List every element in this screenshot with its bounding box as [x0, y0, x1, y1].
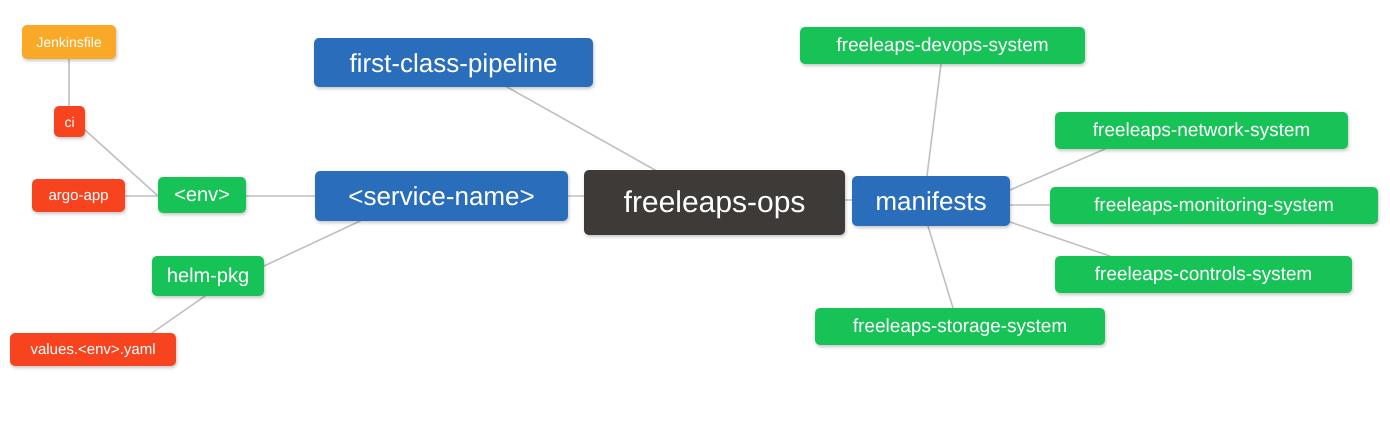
node-label-freeleaps-storage-system: freeleaps-storage-system — [852, 316, 1068, 337]
node-label-values-yaml: values.<env>.yaml — [30, 341, 156, 358]
node-argo-app[interactable]: argo-app — [32, 179, 125, 212]
node-label-env: <env> — [174, 184, 230, 206]
node-label-freeleaps-monitoring-system: freeleaps-monitoring-system — [1094, 195, 1334, 216]
node-label-jenkinsfile: Jenkinsfile — [36, 34, 102, 50]
node-service-name[interactable]: <service-name> — [315, 171, 568, 221]
node-label-argo-app: argo-app — [48, 187, 109, 204]
edge-first-class-pipeline-to-freeleaps-ops — [506, 86, 656, 171]
edge-manifests-to-freeleaps-devops-system — [926, 63, 942, 177]
node-values-yaml[interactable]: values.<env>.yaml — [10, 333, 176, 366]
edge-manifests-to-freeleaps-storage-system — [927, 225, 954, 309]
node-freeleaps-storage-system[interactable]: freeleaps-storage-system — [815, 308, 1105, 345]
node-helm-pkg[interactable]: helm-pkg — [152, 256, 264, 296]
node-freeleaps-ops[interactable]: freeleaps-ops — [584, 170, 845, 235]
node-label-freeleaps-ops: freeleaps-ops — [623, 185, 806, 219]
node-freeleaps-monitoring-system[interactable]: freeleaps-monitoring-system — [1050, 187, 1378, 224]
node-label-ci: ci — [64, 113, 75, 130]
node-ci[interactable]: ci — [54, 106, 85, 137]
edge-helm-pkg-to-service-name — [263, 220, 361, 267]
node-first-class-pipeline[interactable]: first-class-pipeline — [314, 38, 593, 87]
node-freeleaps-controls-system[interactable]: freeleaps-controls-system — [1055, 256, 1352, 293]
edge-values-yaml-to-helm-pkg — [151, 295, 206, 334]
node-freeleaps-devops-system[interactable]: freeleaps-devops-system — [800, 27, 1085, 64]
node-env[interactable]: <env> — [158, 177, 246, 213]
edge-manifests-to-freeleaps-controls-system — [1009, 221, 1111, 257]
node-label-freeleaps-controls-system: freeleaps-controls-system — [1094, 264, 1313, 285]
edge-manifests-to-freeleaps-network-system — [1009, 148, 1106, 191]
node-manifests[interactable]: manifests — [852, 176, 1010, 226]
node-label-manifests: manifests — [875, 186, 987, 216]
node-label-service-name: <service-name> — [348, 181, 535, 211]
node-label-helm-pkg: helm-pkg — [166, 265, 250, 287]
node-jenkinsfile[interactable]: Jenkinsfile — [22, 25, 116, 59]
node-label-freeleaps-devops-system: freeleaps-devops-system — [836, 35, 1049, 56]
node-freeleaps-network-system[interactable]: freeleaps-network-system — [1055, 112, 1348, 149]
node-label-freeleaps-network-system: freeleaps-network-system — [1092, 120, 1311, 141]
node-label-first-class-pipeline: first-class-pipeline — [349, 47, 558, 78]
